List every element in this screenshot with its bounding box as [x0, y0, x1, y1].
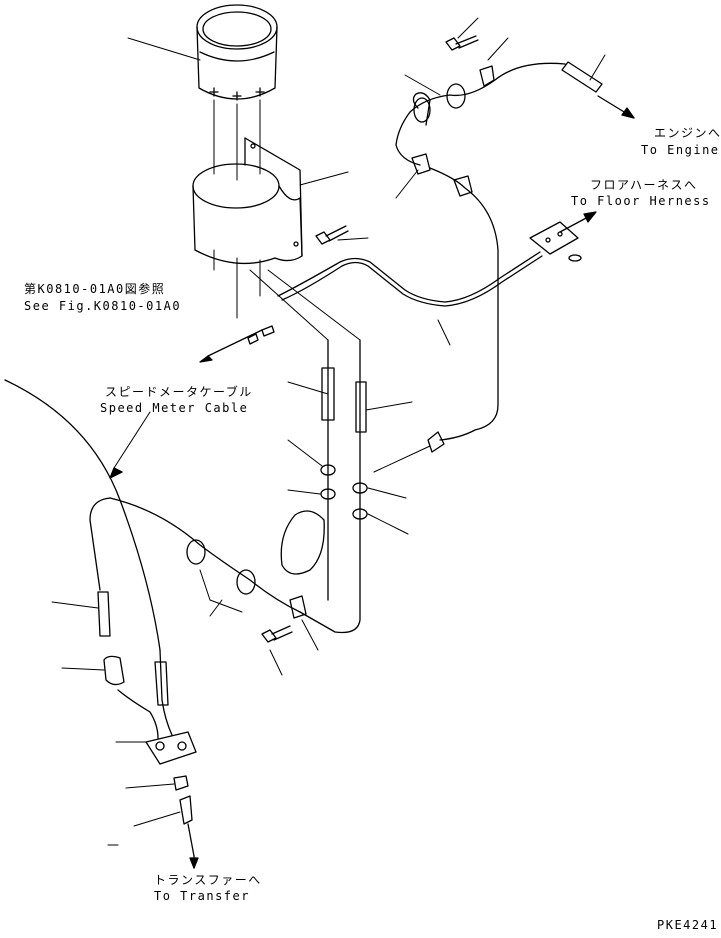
label-reference-figure-jp: 第K0810-01A0図参照 [24, 282, 166, 296]
label-speed-meter-cable-en: Speed Meter Cable [100, 401, 249, 415]
transfer-sensor-parts [97, 591, 197, 857]
arrows [109, 95, 635, 869]
bracket-bolt [315, 225, 349, 245]
clamps [186, 35, 603, 643]
label-to-engine-en: To Engine [641, 143, 720, 157]
label-to-engine-jp: エンジンへ [654, 126, 721, 140]
gauge-bracket [192, 137, 303, 265]
label-reference-figure-en: See Fig.K0810-01A0 [24, 299, 182, 313]
drawing-code: PKE4241 [657, 918, 719, 932]
label-speed-meter-cable-jp: スピードメータケーブル [105, 385, 253, 399]
label-to-transfer-en: To Transfer [154, 889, 250, 903]
alignment-lines [213, 99, 361, 341]
label-to-transfer-jp: トランスファーへ [154, 873, 262, 887]
speedometer-gauge [196, 4, 278, 101]
cables [4, 62, 566, 739]
label-to-floor-harness-en: To Floor Herness [571, 194, 711, 208]
label-to-floor-harness-jp: フロアハーネスへ [590, 178, 698, 192]
leader-lines [51, 17, 606, 846]
